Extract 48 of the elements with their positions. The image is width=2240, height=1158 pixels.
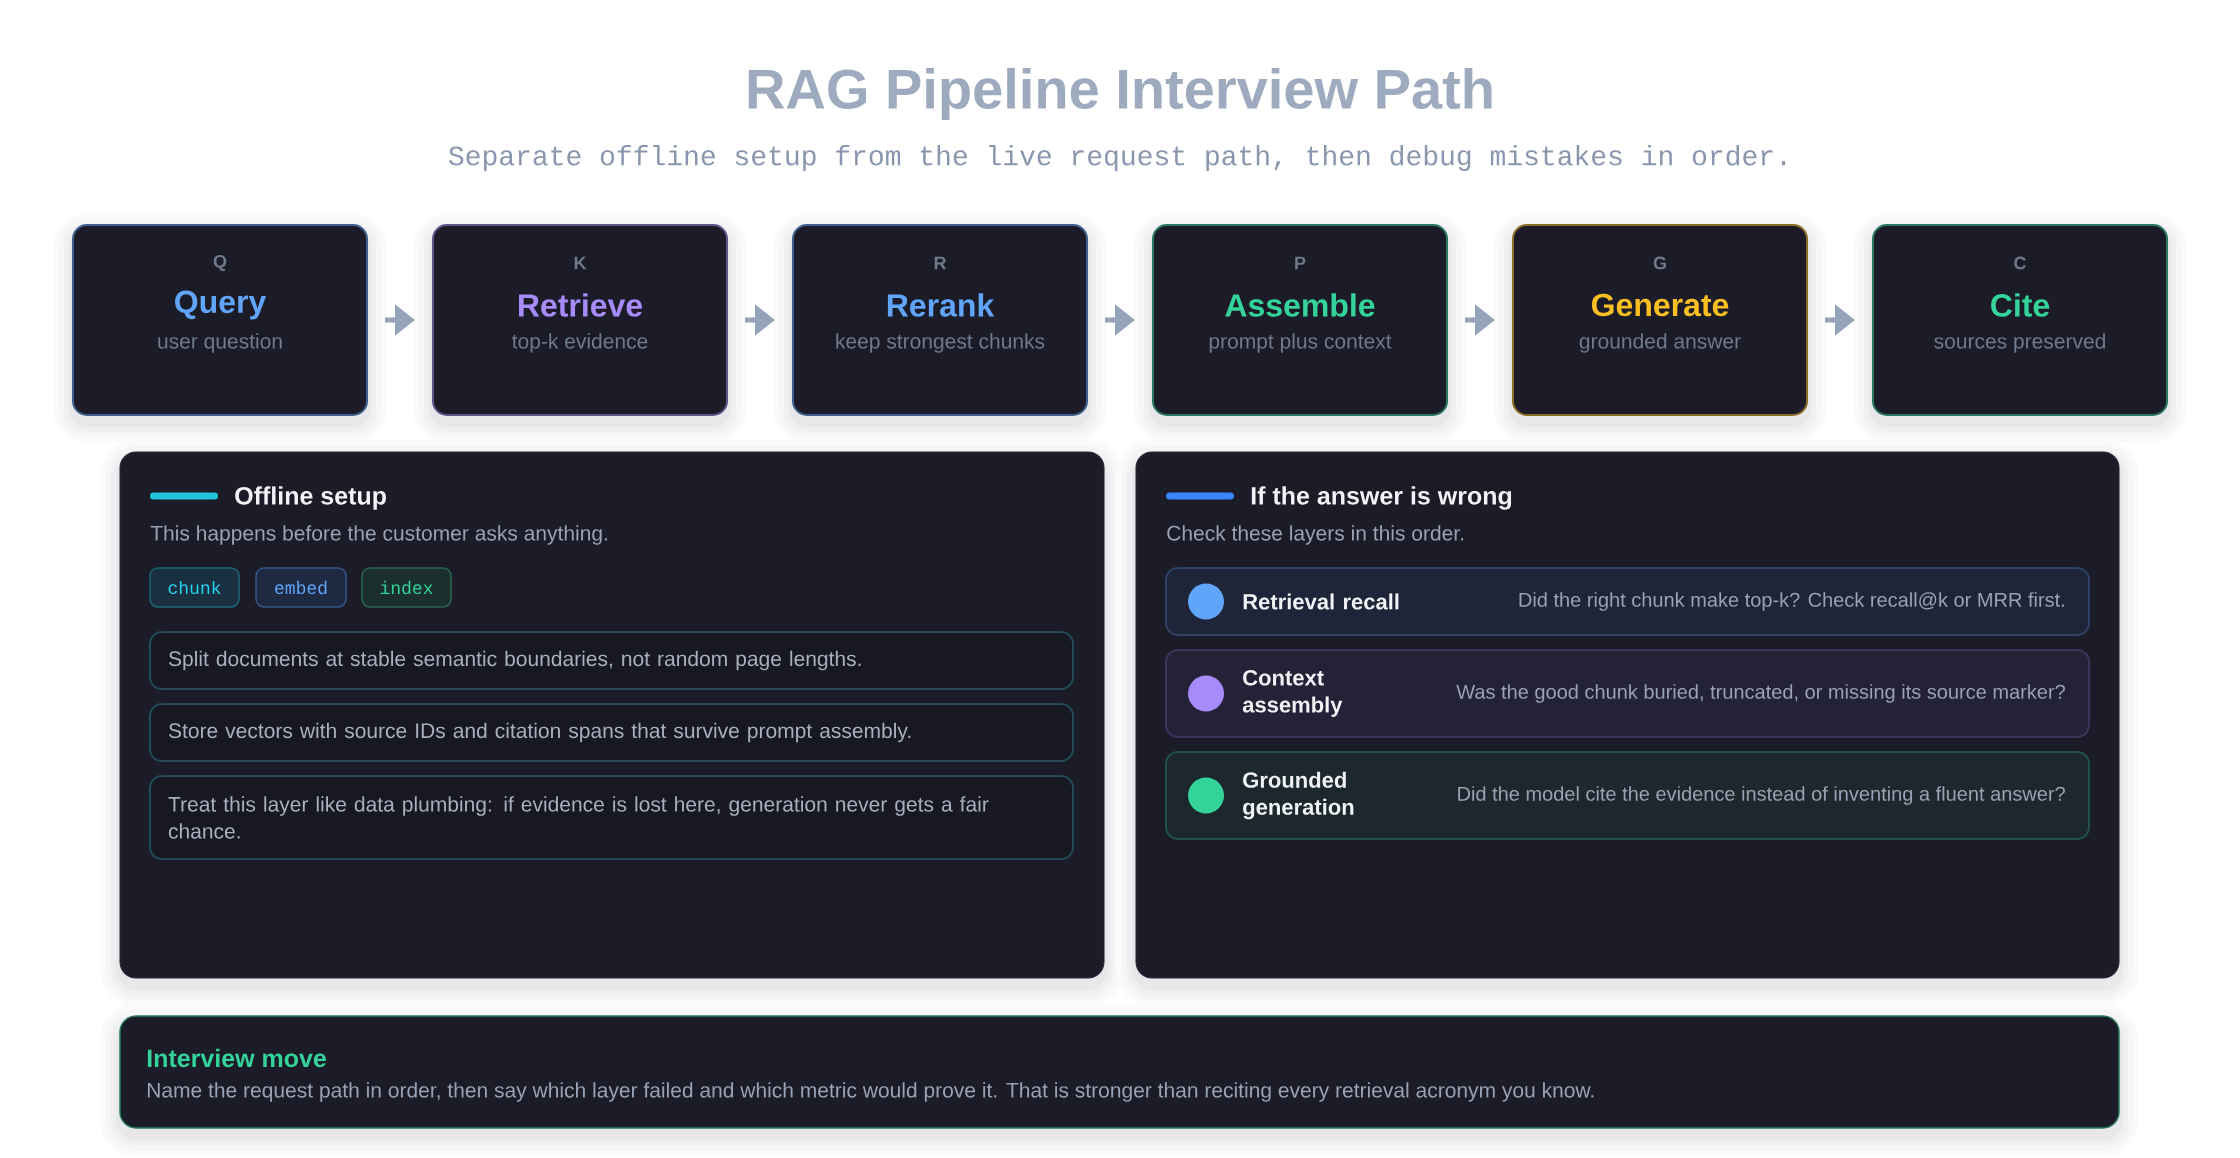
step-card (72, 224, 368, 416)
row-heading: Context assembly (1242, 670, 1343, 717)
step-letter: P (1295, 256, 1306, 270)
panel-heading: If the answer is wrong (1251, 486, 1512, 510)
step-caption: grounded answer (1579, 333, 1741, 353)
step-letter: G (1653, 256, 1666, 270)
step-caption: keep strongest chunks (836, 333, 1045, 353)
panel-subheading: Check these layers in this order. (1167, 525, 1464, 545)
item-box: Split documents at stable semantic boundaries, not random page lengths. (149, 631, 1074, 690)
step-caption: user question (158, 333, 282, 353)
row-heading: Grounded generation (1243, 771, 1354, 820)
step-title: Generate (1591, 293, 1729, 317)
step-title: Retrieve (519, 293, 643, 317)
row-text: Did the model cite the evidence instead of inventing a fluent answer? (1458, 786, 2065, 805)
step-card (1152, 224, 1448, 416)
step-letter: Q (213, 254, 227, 272)
tag-chip: embed (255, 567, 347, 608)
panel-subheading: This happens before the customer asks anything. (150, 525, 607, 545)
step-card (1872, 224, 2168, 416)
step-caption: sources preserved (1934, 333, 2105, 353)
callout-box (119, 1015, 2120, 1129)
tag-chip: index (361, 567, 452, 608)
panel-heading: Offline setup (235, 486, 386, 510)
item-box: Treat this layer like data plumbing: if evidence is lost here, generation never gets a fair chance. (149, 775, 1074, 860)
row-text: Did the right chunk make top-k? Check recall@k or MRR first. (1519, 592, 2064, 611)
item-box: Store vectors with source IDs and citation spans that survive prompt assembly. (149, 703, 1074, 762)
callout-heading: Interview move (147, 1048, 326, 1068)
row-heading: Retrieval recall (1243, 593, 1399, 610)
step-title: Rerank (887, 293, 995, 317)
step-card (792, 224, 1088, 416)
row-text: Was the good chunk buried, truncated, or missing its source marker? (1456, 684, 2065, 703)
tag-chip: chunk (149, 567, 240, 608)
step-letter: K (574, 256, 587, 270)
callout-text: Name the request path in order, then say which layer failed and which metric would prove it. That is stronger than reciting every retrieval acronym you know. (147, 1082, 1594, 1102)
step-card (1512, 224, 1808, 416)
subtitle: Separate offline setup from the live request path, then debug mistakes in order. (449, 144, 1786, 172)
step-letter: C (2014, 256, 2027, 270)
check-row (1165, 649, 2090, 738)
step-caption: prompt plus context (1209, 333, 1392, 353)
step-title: Cite (1991, 293, 2050, 317)
check-row (1165, 567, 2090, 636)
step-letter: R (934, 256, 947, 270)
step-title: Assemble (1225, 293, 1375, 317)
step-card (432, 224, 728, 416)
step-title: Query (175, 290, 267, 320)
check-row (1165, 751, 2090, 840)
title: RAG Pipeline Interview Path (748, 67, 1492, 121)
step-caption: top-k evidence (512, 333, 648, 353)
